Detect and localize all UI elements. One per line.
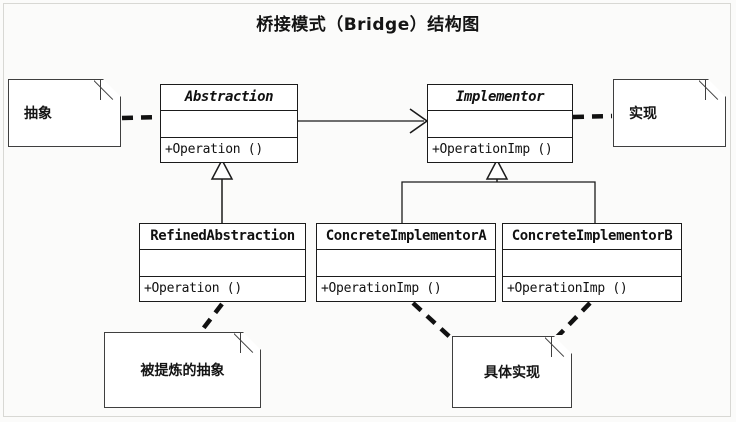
class-name-abstraction: Abstraction [161,85,297,111]
class-attributes-concrete-implementor-b [503,250,681,277]
note-text-refined-abstraction: 被提炼的抽象 [140,363,225,379]
note-fold-edge [240,332,261,353]
class-attributes-refined-abstraction [140,250,305,277]
diagram-title: 桥接模式（Bridge）结构图 [256,15,480,35]
note-connector-refined-abstraction [197,302,224,336]
class-name-concrete-implementor-b: ConcreteImplementorB [503,224,681,250]
note-fold-edge [551,336,572,357]
generalization-bus-implementor [401,181,596,223]
note-refined-abstraction[interactable]: 被提炼的抽象 [104,331,262,408]
note-connector-abstraction [121,114,161,121]
note-concrete-implementation[interactable]: 具体实现 [452,335,573,408]
class-name-concrete-implementor-a: ConcreteImplementorA [317,224,495,250]
class-attributes-abstraction [161,111,297,138]
class-box-implementor[interactable]: Implementor +OperationImp () [427,84,573,163]
generalization-triangle-abstraction [210,158,234,180]
class-operation-implementor: +OperationImp () [432,142,553,157]
class-box-concrete-implementor-b[interactable]: ConcreteImplementorB +OperationImp () [502,223,682,302]
note-fold-edge [705,79,726,100]
class-operation-concrete-implementor-a: +OperationImp () [321,281,442,296]
class-operation-concrete-implementor-b: +OperationImp () [507,281,628,296]
generalization-triangle-implementor [485,158,509,180]
class-operation-refined-abstraction: +Operation () [144,281,242,296]
class-box-abstraction[interactable]: Abstraction +Operation () [160,84,298,163]
note-connector-concrete-b [554,301,592,340]
note-text-concrete-implementation: 具体实现 [484,365,540,381]
note-implementation[interactable]: 实现 [613,78,727,147]
note-connector-implementation [572,113,613,120]
class-box-concrete-implementor-a[interactable]: ConcreteImplementorA +OperationImp () [316,223,496,302]
note-connector-concrete-a [411,301,453,340]
note-fold-edge [100,79,121,100]
class-box-refined-abstraction[interactable]: RefinedAbstraction +Operation () [139,223,306,302]
note-text-abstraction: 抽象 [24,106,52,122]
note-abstraction[interactable]: 抽象 [8,78,122,147]
class-name-implementor: Implementor [428,85,572,111]
note-text-implementation: 实现 [629,106,657,122]
class-name-refined-abstraction: RefinedAbstraction [140,224,305,250]
class-operation-abstraction: +Operation () [165,142,263,157]
class-attributes-concrete-implementor-a [317,250,495,277]
class-attributes-implementor [428,111,572,138]
